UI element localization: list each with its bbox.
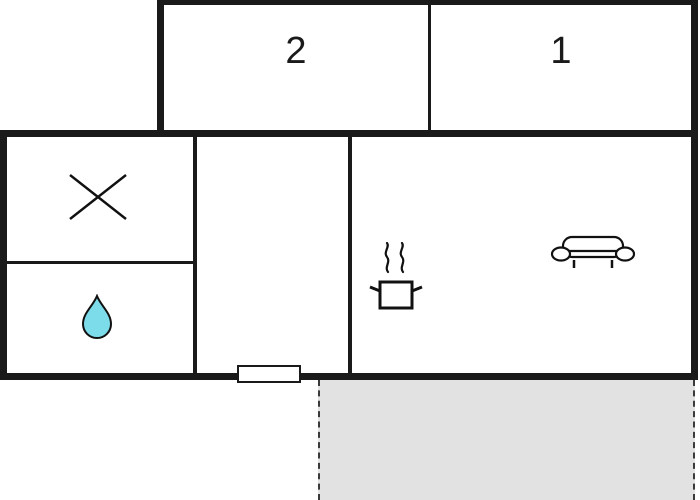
left-wall [0, 130, 7, 380]
room-1-label: 1 [550, 30, 572, 72]
water-drop-shape [81, 294, 113, 339]
hall-right-wall [348, 133, 352, 376]
sofa-icon [550, 235, 636, 268]
entrance-door [237, 365, 301, 383]
cross-icon [69, 174, 127, 220]
stove-pot-icon [369, 242, 423, 310]
upper-left-wall [157, 0, 164, 137]
terrace-area [318, 380, 695, 500]
left-block-divider-wall [4, 261, 195, 264]
bottom-wall [0, 373, 698, 380]
bedroom-divider-wall [428, 0, 431, 133]
right-wall [691, 0, 698, 380]
hall-left-wall [193, 133, 197, 376]
water-drop-icon [81, 294, 113, 339]
room-2-label: 2 [285, 30, 307, 72]
top-wall [157, 0, 698, 5]
